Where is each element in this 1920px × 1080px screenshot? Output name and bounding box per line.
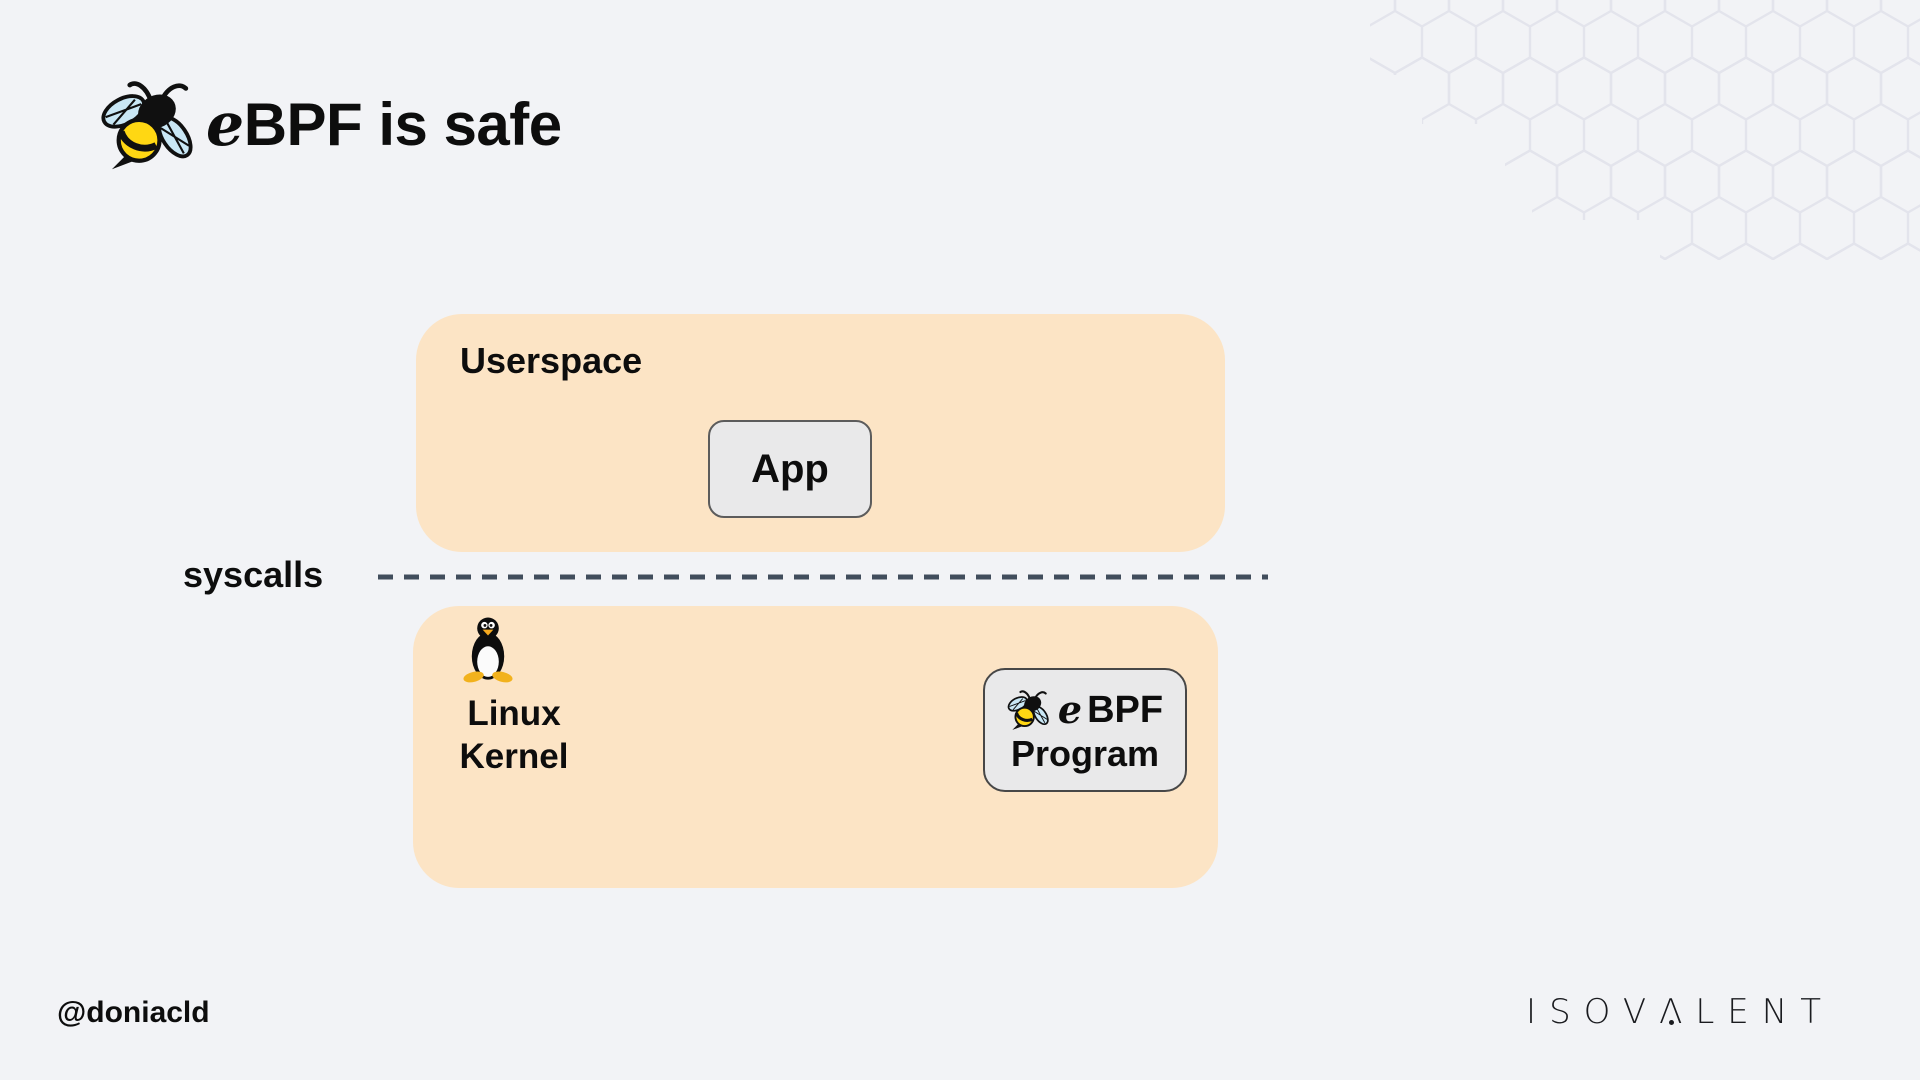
isovalent-logo-part2: LENT — [1695, 992, 1834, 1032]
twitter-handle: @doniacld — [57, 996, 210, 1029]
page-title: eBPF is safe — [100, 72, 562, 178]
ebpf-bee-icon — [1007, 687, 1053, 733]
program-ebpf-e: e — [1057, 686, 1083, 732]
app-node: App — [708, 420, 872, 518]
syscalls-label: syscalls — [183, 554, 324, 595]
app-label: App — [751, 446, 829, 491]
title-rest: is safe — [362, 91, 562, 158]
title-ebpf-e: e — [206, 90, 244, 160]
kernel-label-line2: Kernel — [459, 737, 569, 777]
tux-penguin-icon — [461, 614, 515, 684]
title-text: eBPF is safe — [206, 90, 562, 160]
userspace-panel: Userspace App — [416, 314, 1225, 552]
hexagon-pattern — [1370, 0, 1920, 260]
program-name-label: Program — [1010, 732, 1160, 774]
isovalent-logo-a: Λ — [1659, 992, 1696, 1032]
kernel-label-line1: Linux — [467, 694, 561, 733]
userspace-label: Userspace — [460, 340, 643, 381]
isovalent-logo-part1: ISOV — [1526, 992, 1660, 1032]
title-ebpf-bpf: BPF — [243, 91, 363, 158]
isovalent-logo: ISOVΛLENT — [1526, 992, 1834, 1032]
program-ebpf-bpf: BPF — [1087, 688, 1164, 731]
syscalls-dashed-line — [378, 574, 1268, 580]
ebpf-bee-icon — [100, 72, 202, 178]
kernel-label: Linux Kernel — [423, 692, 605, 779]
